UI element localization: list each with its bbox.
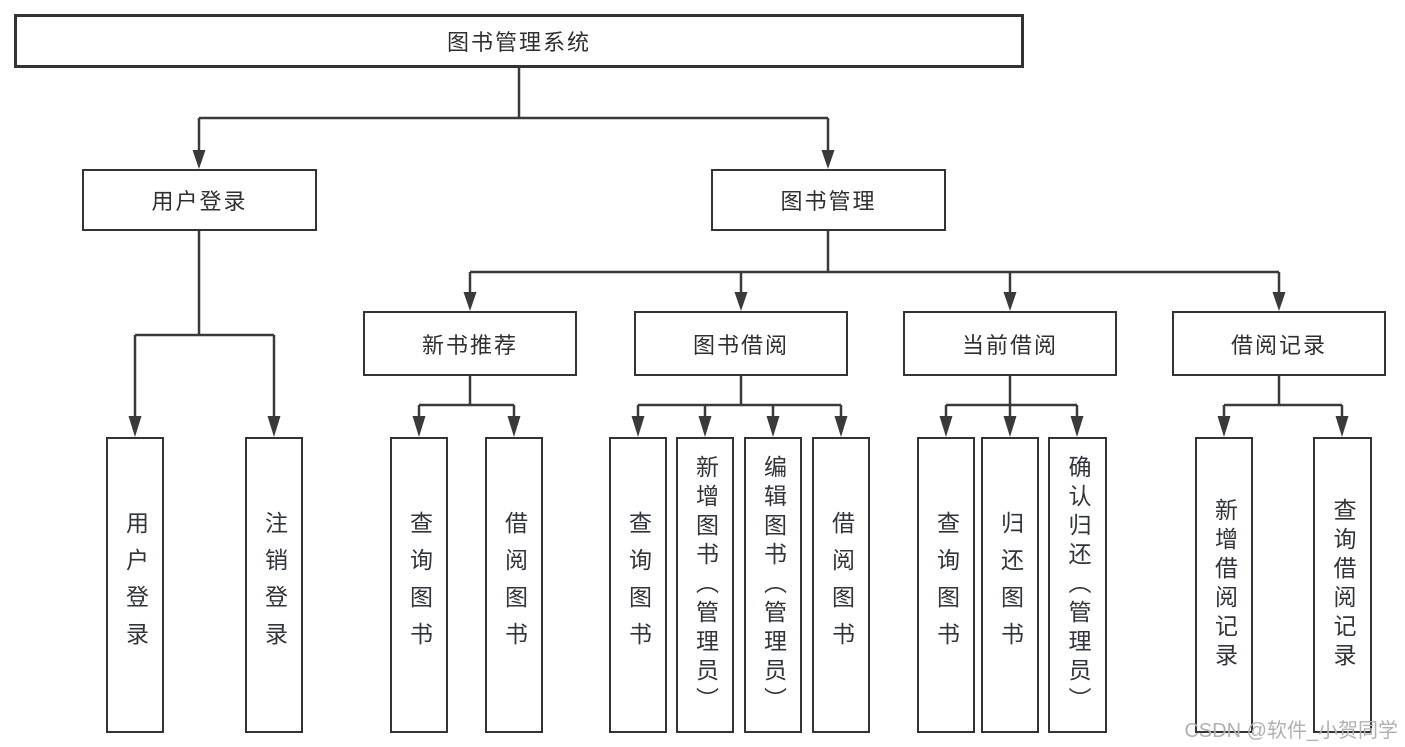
leaf-label: 新增图书（管理员）: [692, 454, 719, 716]
leaf-borrow-books: 借阅图书: [812, 437, 870, 733]
arrow-down-icon: [507, 416, 521, 437]
leaf-label: 用户登录: [122, 511, 149, 659]
node-label: 图书借阅: [692, 332, 789, 358]
leaf-label: 查询图书: [933, 511, 960, 659]
arrow-down-icon: [1070, 416, 1084, 437]
arrow-down-icon: [631, 416, 645, 437]
leaf-add-books-admin: 新增图书（管理员）: [676, 437, 734, 733]
leaf-label: 注销登录: [261, 511, 288, 659]
leaf-return-books: 归还图书: [981, 437, 1039, 733]
arrow-down-icon: [821, 150, 835, 169]
leaf-label: 借阅图书: [501, 511, 528, 659]
arrow-down-icon: [463, 292, 477, 311]
leaf-label: 归还图书: [997, 511, 1024, 659]
leaf-borrow-books-recommend: 借阅图书: [485, 437, 543, 733]
leaf-label: 查询借阅记录: [1330, 498, 1356, 672]
arrow-down-icon: [1335, 416, 1349, 437]
node-label: 图书管理: [780, 189, 877, 214]
leaf-label: 借阅图书: [828, 511, 855, 659]
leaf-add-borrow-record: 新增借阅记录: [1195, 437, 1253, 733]
arrow-down-icon: [1003, 292, 1017, 311]
leaf-edit-books-admin: 编辑图书（管理员）: [744, 437, 802, 733]
node-label: 当前借阅: [961, 332, 1058, 358]
leaf-query-borrow-record: 查询借阅记录: [1313, 437, 1372, 733]
node-borrow-records: 借阅记录: [1172, 311, 1386, 376]
node-library-management-system: 图书管理系统: [14, 14, 1024, 68]
leaf-label: 查询图书: [625, 511, 652, 659]
arrow-down-icon: [1217, 416, 1231, 437]
node-current-borrow: 当前借阅: [903, 311, 1117, 376]
arrow-down-icon: [412, 416, 426, 437]
leaf-query-books-current: 查询图书: [917, 437, 975, 733]
node-book-borrow: 图书借阅: [634, 311, 848, 376]
arrow-down-icon: [267, 416, 281, 437]
node-label: 图书管理系统: [446, 30, 591, 55]
node-label: 借阅记录: [1230, 332, 1327, 358]
leaf-label: 查询图书: [406, 511, 433, 659]
leaf-query-books-borrow: 查询图书: [609, 437, 667, 733]
arrow-down-icon: [939, 416, 953, 437]
arrow-down-icon: [192, 150, 206, 169]
arrow-down-icon: [1003, 416, 1017, 437]
arrow-down-icon: [734, 292, 748, 311]
leaf-confirm-return-admin: 确认归还（管理员）: [1048, 437, 1107, 733]
leaf-user-login: 用户登录: [106, 437, 164, 733]
node-label: 新书推荐: [421, 332, 518, 358]
node-book-management: 图书管理: [711, 169, 946, 231]
node-label: 用户登录: [151, 189, 248, 214]
leaf-label: 确认归还（管理员）: [1065, 454, 1091, 716]
arrow-down-icon: [1272, 292, 1286, 311]
arrow-down-icon: [128, 416, 142, 437]
node-new-book-recommend: 新书推荐: [363, 311, 577, 376]
leaf-query-books-recommend: 查询图书: [390, 437, 448, 733]
node-user-login: 用户登录: [82, 169, 317, 231]
watermark: CSDN @软件_小贺同学: [1184, 720, 1398, 742]
arrow-down-icon: [698, 416, 712, 437]
arrow-down-icon: [834, 416, 848, 437]
leaf-logout: 注销登录: [245, 437, 303, 733]
leaf-label: 编辑图书（管理员）: [760, 454, 787, 716]
arrow-down-icon: [766, 416, 780, 437]
leaf-label: 新增借阅记录: [1211, 498, 1238, 672]
